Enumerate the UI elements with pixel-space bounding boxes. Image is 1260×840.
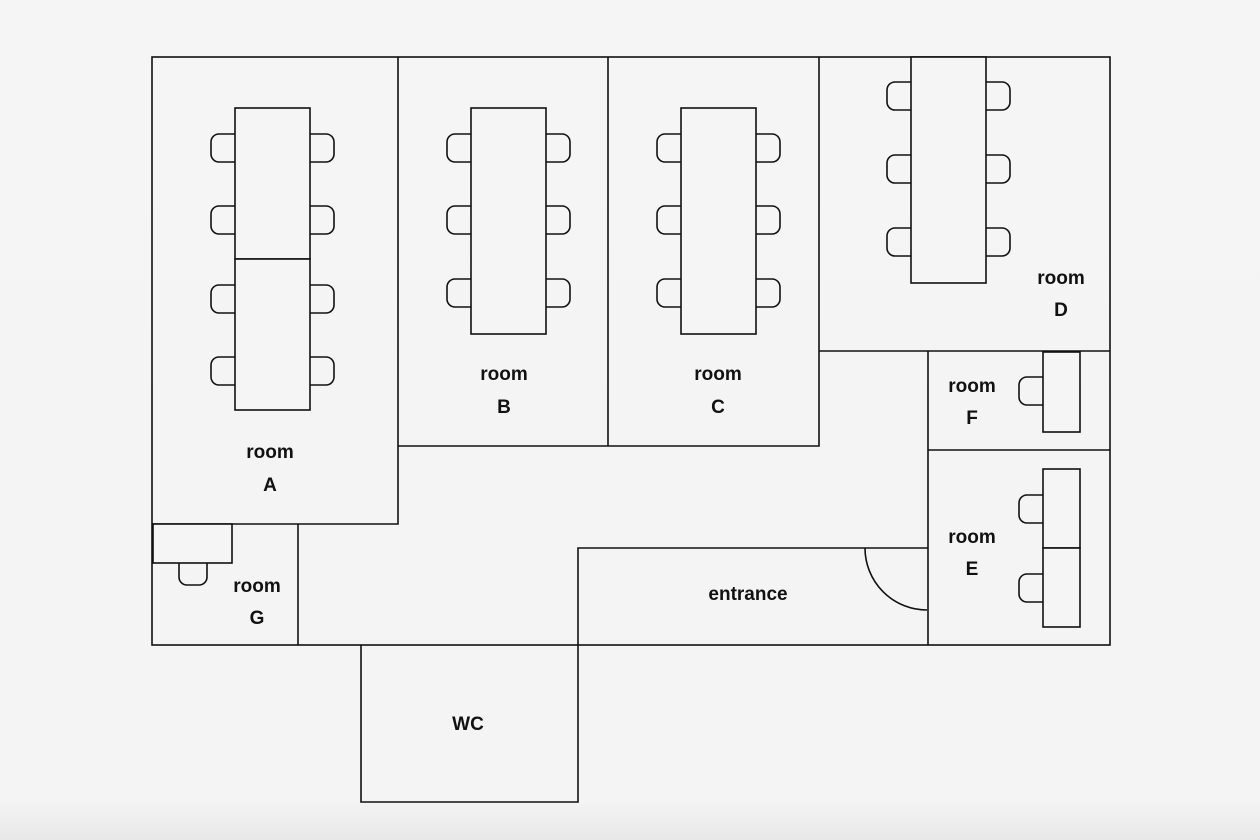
chair-icon xyxy=(756,205,781,235)
chair-icon xyxy=(886,154,911,184)
room-d-label: room xyxy=(1037,268,1085,289)
room-a-walls xyxy=(152,57,399,525)
chair-icon xyxy=(886,81,911,111)
entrance-walls xyxy=(577,547,928,645)
chair-icon xyxy=(986,154,1011,184)
wc-walls xyxy=(360,645,579,803)
room-b-label: room xyxy=(480,364,528,385)
chair-icon xyxy=(310,284,335,314)
room-e-letter: E xyxy=(966,559,979,580)
room-d-table xyxy=(910,56,987,284)
chair-icon xyxy=(1018,573,1043,603)
chair-icon xyxy=(546,278,571,308)
chair-icon xyxy=(886,227,911,257)
labels: room A room B room C room D room F room … xyxy=(233,268,1085,735)
chair-icon xyxy=(756,133,781,163)
room-g-letter: G xyxy=(250,608,265,629)
chair-icon xyxy=(310,205,335,235)
room-b-table xyxy=(470,107,547,335)
chair-icon xyxy=(446,133,471,163)
chair-icon xyxy=(1018,376,1043,406)
chair-icon xyxy=(1018,494,1043,524)
chair-icon xyxy=(986,81,1011,111)
chair-icon xyxy=(656,133,681,163)
chair-icon xyxy=(446,205,471,235)
room-g-desk xyxy=(152,523,233,564)
wc-label: WC xyxy=(452,714,484,735)
room-c-label: room xyxy=(694,364,742,385)
furniture xyxy=(152,56,1081,628)
chair-icon xyxy=(210,356,235,386)
room-a-letter: A xyxy=(263,475,277,496)
chair-icon xyxy=(178,563,208,586)
chair-icon xyxy=(210,284,235,314)
room-e-desk-bottom xyxy=(1042,547,1081,628)
room-e-desk-top xyxy=(1042,468,1081,549)
room-f-label: room xyxy=(948,376,996,397)
room-f-letter: F xyxy=(966,408,978,429)
chair-icon xyxy=(310,133,335,163)
room-c-letter: C xyxy=(711,397,725,418)
chair-icon xyxy=(546,133,571,163)
room-a-table-top xyxy=(234,107,311,260)
room-a-label: room xyxy=(246,442,294,463)
chair-icon xyxy=(546,205,571,235)
room-bc-walls xyxy=(398,57,820,447)
chair-icon xyxy=(656,205,681,235)
room-b-letter: B xyxy=(497,397,511,418)
walls xyxy=(151,56,1111,803)
chair-icon xyxy=(986,227,1011,257)
chair-icon xyxy=(310,356,335,386)
chair-icon xyxy=(210,205,235,235)
chair-icon xyxy=(656,278,681,308)
room-a-table-bottom xyxy=(234,258,311,411)
chair-icon xyxy=(446,278,471,308)
room-g-label: room xyxy=(233,576,281,597)
room-d-letter: D xyxy=(1054,300,1068,321)
entrance-label: entrance xyxy=(708,584,787,605)
room-f-desk xyxy=(1042,351,1081,433)
door-swing-arc xyxy=(864,547,928,611)
room-c-table xyxy=(680,107,757,335)
room-e-label: room xyxy=(948,527,996,548)
chair-icon xyxy=(210,133,235,163)
chair-icon xyxy=(756,278,781,308)
